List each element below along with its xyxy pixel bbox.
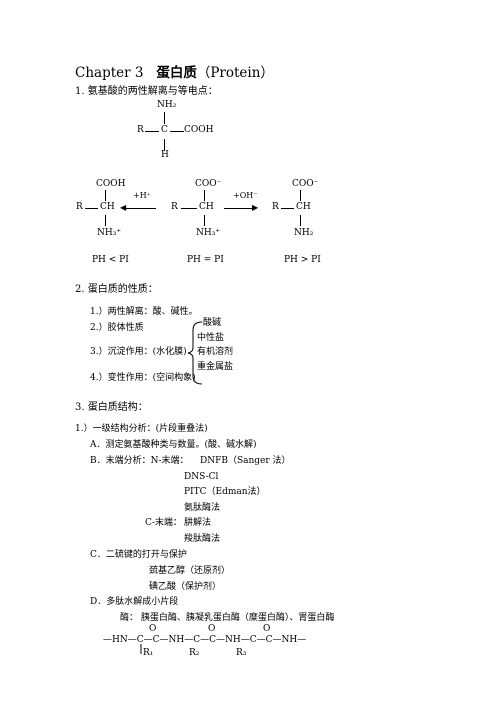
form3-bond-left xyxy=(281,208,294,209)
form2-ch: CH xyxy=(199,202,214,212)
title-en: （Protein） xyxy=(196,65,274,81)
form2-top: COO⁻ xyxy=(195,179,222,189)
form2-bond-left xyxy=(181,208,197,209)
form1-bond-left xyxy=(85,208,98,209)
arrow2-head-icon: ▶ xyxy=(252,203,259,212)
reagent-iodoacetic: 碘乙酸（保护剂） xyxy=(149,582,222,592)
residue-r2: R₂ xyxy=(189,648,200,658)
title-cn: 蛋白质 xyxy=(156,65,197,81)
carbonyl-o-2: O xyxy=(208,624,216,634)
title-prefix: Chapter 3 xyxy=(75,65,144,81)
method-pitc: PITC（Edman法） xyxy=(184,487,266,497)
c-terminal-label: C-末端： xyxy=(145,518,182,528)
method-hydrazinolysis: 肼解法 xyxy=(184,518,212,528)
property-1: 1.）两性解离：酸、碱性。 xyxy=(90,307,198,317)
section-3-heading: 3. 蛋白质结构： xyxy=(75,402,148,413)
enzymes: 酶： 胰蛋白酶、胰凝乳蛋白酶（糜蛋白酶）、胃蛋白酶 xyxy=(120,613,335,623)
aa-bond-left xyxy=(145,131,159,132)
form2-bond-bottom xyxy=(204,215,205,226)
form1-r: R xyxy=(76,202,83,212)
arrow1-label: +H⁺ xyxy=(133,191,151,200)
method-carboxypeptidase: 羧肽酶法 xyxy=(184,534,221,544)
chain-c5: C xyxy=(249,635,257,645)
chain-c6: C xyxy=(265,635,273,645)
arrow2-line xyxy=(224,208,254,209)
step-d: D．多肽水解成小片段 xyxy=(90,597,179,607)
arrow1-line xyxy=(124,208,156,209)
form1-top: COOH xyxy=(96,179,126,189)
precipitant-4: 重金属盐 xyxy=(197,362,234,372)
primary-structure: 1.）一级结构分析：(片段重叠法) xyxy=(75,424,208,434)
chain-hn: —HN xyxy=(103,635,128,645)
form1-bond-top xyxy=(105,190,106,201)
precipitation-brace-icon xyxy=(187,321,203,385)
step-b: B．末端分析：N-末端： xyxy=(90,456,189,466)
form3-ch: CH xyxy=(296,202,311,212)
form3-top: COO⁻ xyxy=(292,179,319,189)
peptide-chain: —HN—C—C—NH—C—C—NH—C—C—NH— xyxy=(103,635,307,645)
aa-bond-top xyxy=(164,112,165,124)
precipitant-2: 中性盐 xyxy=(197,333,225,343)
form2-bottom: NH₃⁺ xyxy=(196,228,221,238)
aa-c: C xyxy=(161,125,168,135)
step-a: A．测定氨基酸种类与数量。(酸、碱水解) xyxy=(90,440,257,450)
property-2: 2.）胶体性质 xyxy=(90,323,144,333)
ph-equal: PH = PI xyxy=(187,255,224,265)
carbonyl-o-1: O xyxy=(149,624,157,634)
residue-r3: R₃ xyxy=(236,648,247,658)
residue-r1: R₁ xyxy=(143,648,154,658)
method-dns: DNS-Cl xyxy=(184,472,219,482)
chain-nh2: NH xyxy=(225,635,241,645)
reagent-mercaptoethanol: 巯基乙醇（还原剂） xyxy=(149,566,231,576)
aa-nh2: NH₂ xyxy=(157,100,177,110)
arrow1-head-icon: ◀ xyxy=(120,203,127,212)
property-3: 3.）沉淀作用：(水化膜) xyxy=(90,347,187,357)
aa-bond-bottom xyxy=(164,139,165,151)
aa-cooh: COOH xyxy=(184,125,214,135)
ph-less: PH < PI xyxy=(92,255,129,265)
form3-bottom: NH₂ xyxy=(294,228,314,238)
form3-bond-top xyxy=(300,190,301,201)
page-title: Chapter 3 蛋白质（Protein） xyxy=(75,65,274,81)
aa-r: R xyxy=(137,125,144,135)
chain-nh1: NH xyxy=(168,635,185,645)
form3-bond-bottom xyxy=(300,215,301,226)
form2-bond-top xyxy=(204,190,205,201)
form1-ch: CH xyxy=(100,202,115,212)
form3-r: R xyxy=(272,202,279,212)
section-2-heading: 2. 蛋白质的性质： xyxy=(75,284,158,295)
aa-h: H xyxy=(161,150,169,160)
chain-nh3: NH— xyxy=(281,635,307,645)
form2-r: R xyxy=(171,202,178,212)
form1-bottom: NH₃⁺ xyxy=(97,228,122,238)
ph-greater: PH > PI xyxy=(284,255,321,265)
carbonyl-o-3: O xyxy=(263,624,271,634)
method-aminopeptidase: 氨肽酶法 xyxy=(184,503,221,513)
chain-c1: C xyxy=(136,635,144,645)
form1-bond-bottom xyxy=(105,215,106,226)
chain-c4: C xyxy=(209,635,217,645)
precipitant-3: 有机溶剂 xyxy=(197,347,234,357)
chain-c2: C xyxy=(152,635,160,645)
step-c: C．二硫键的打开与保护 xyxy=(90,550,187,560)
aa-bond-right xyxy=(170,131,184,132)
section-1-heading: 1. 氨基酸的两性解离与等电点： xyxy=(75,86,218,97)
method-dnfb: DNFB（Sanger 法） xyxy=(200,456,291,466)
property-4: 4.）变性作用：(空间构象) xyxy=(90,373,196,383)
chain-c3: C xyxy=(193,635,201,645)
arrow2-label: +OH⁻ xyxy=(233,191,258,200)
precipitant-1: 酸碱 xyxy=(203,318,222,328)
